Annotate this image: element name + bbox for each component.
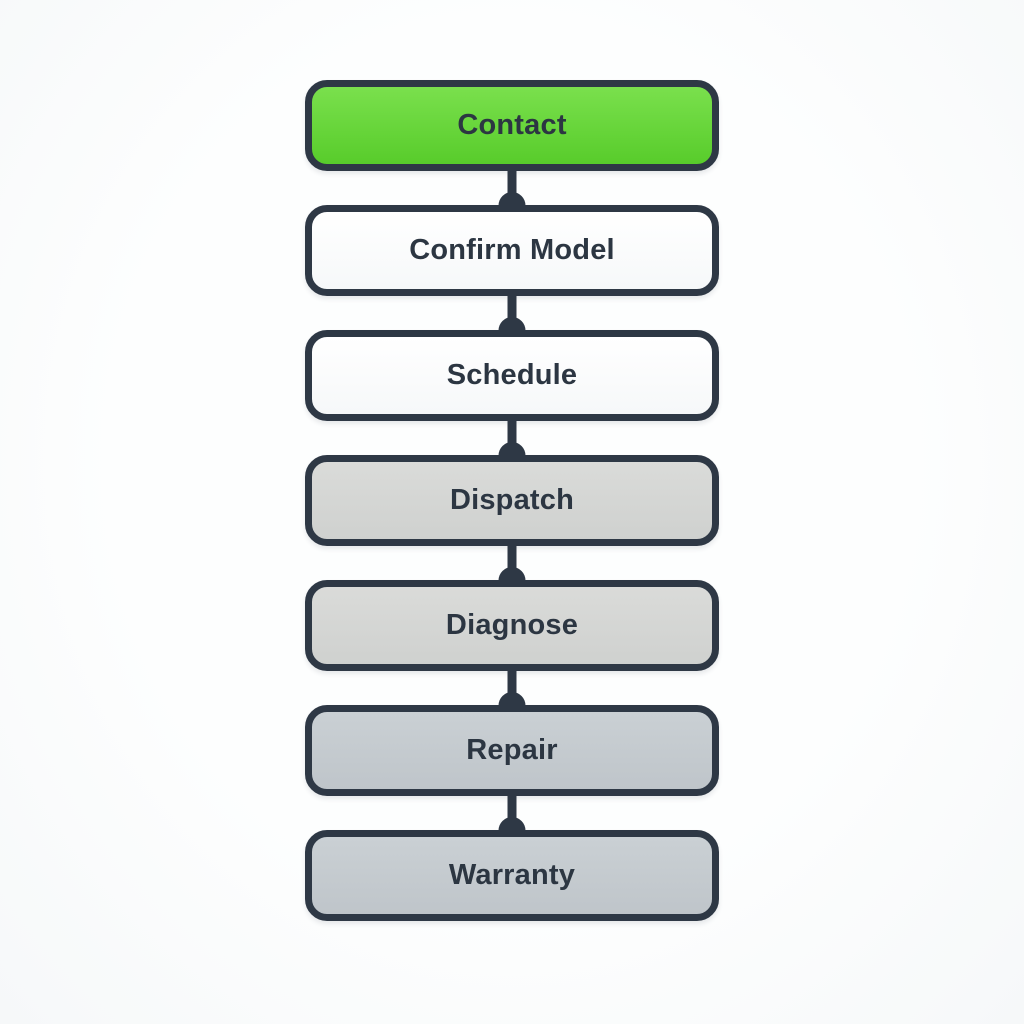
flow-connector <box>305 293 719 331</box>
flow-node-diagnose: Diagnose <box>305 580 719 671</box>
flow-node-confirm-model: Confirm Model <box>305 205 719 296</box>
flow-node-label: Warranty <box>448 859 576 891</box>
connector-line <box>507 293 517 330</box>
connector-line <box>507 668 517 705</box>
connector-dot <box>498 192 526 206</box>
flow-node-label: Confirm Model <box>409 234 615 266</box>
flow-connector <box>305 793 719 831</box>
flow-connector <box>305 668 719 706</box>
flow-connector <box>305 418 719 456</box>
flow-node-contact: Contact <box>305 80 719 171</box>
connector-line <box>507 418 517 455</box>
connector-dot <box>498 442 526 456</box>
flow-node-label: Contact <box>457 109 567 141</box>
flow-node-label: Schedule <box>446 359 578 391</box>
connector-line <box>507 168 517 205</box>
flow-node-label: Dispatch <box>449 484 575 516</box>
connector-dot <box>498 567 526 581</box>
flow-connector <box>305 168 719 206</box>
connector-line <box>507 543 517 580</box>
flow-connector <box>305 543 719 581</box>
connector-dot <box>498 317 526 331</box>
connector-dot <box>498 817 526 831</box>
flow-node-repair: Repair <box>305 705 719 796</box>
flow-node-label: Repair <box>466 734 558 766</box>
flow-node-schedule: Schedule <box>305 330 719 421</box>
flow-node-warranty: Warranty <box>305 830 719 921</box>
flow-node-label: Diagnose <box>445 609 579 641</box>
flow-node-dispatch: Dispatch <box>305 455 719 546</box>
connector-dot <box>498 692 526 706</box>
connector-line <box>507 793 517 830</box>
flowchart: Contact Confirm Model Schedule Dispatch … <box>305 80 719 921</box>
